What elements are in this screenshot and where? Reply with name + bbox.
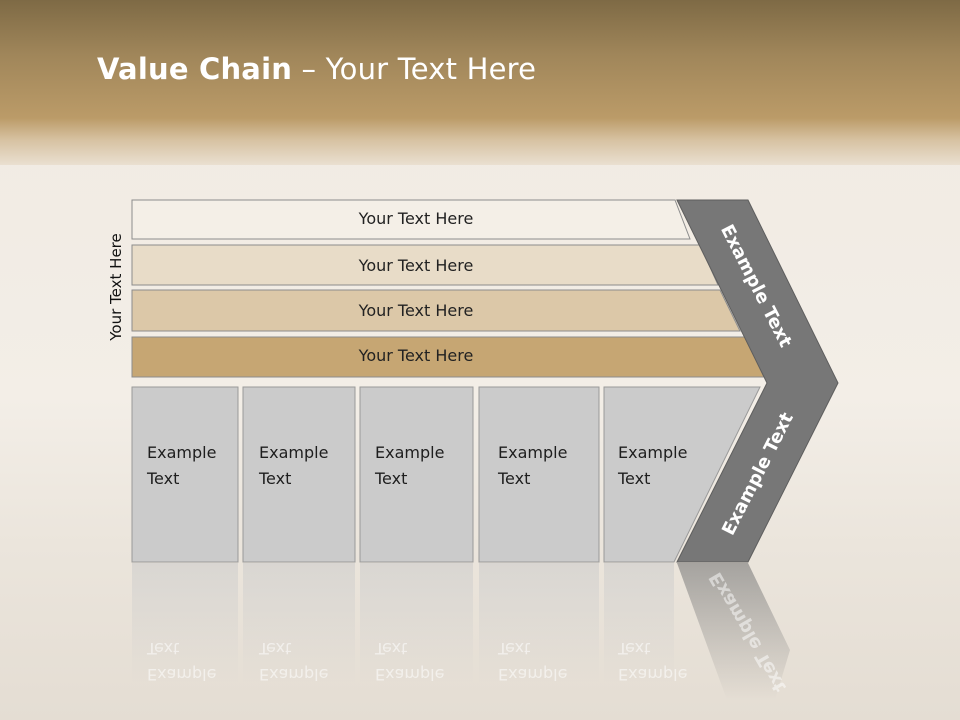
box-5-reflection-label: Example Text <box>618 635 714 687</box>
box-5-reflection <box>604 563 674 683</box>
bar-2 <box>131 244 719 286</box>
box-5 <box>603 386 761 563</box>
box-4-reflection-line2: Text <box>498 639 531 658</box>
bar-3 <box>131 289 741 332</box>
box-3-reflection-label: Example Text <box>375 635 471 687</box>
box-2-reflection-line2: Text <box>259 639 292 658</box>
box-1-reflection-line1: Example <box>147 665 217 684</box>
box-2-line1: Example <box>259 443 329 462</box>
box-1-reflection-line2: Text <box>147 639 180 658</box>
side-label: Your Text Here <box>107 233 125 341</box>
box-1-line2: Text <box>147 469 180 488</box>
bar-1-label: Your Text Here <box>358 209 474 228</box>
title-rest: – Your Text Here <box>292 52 537 86</box>
box-2-reflection-label: Example Text <box>259 635 355 687</box>
box-4-reflection-line1: Example <box>498 665 568 684</box>
bar-2-label: Your Text Here <box>358 256 474 275</box>
box-3-line2: Text <box>375 469 408 488</box>
box-4-reflection-label: Example Text <box>498 635 594 687</box>
box-3-reflection-line1: Example <box>375 665 445 684</box>
box-4-line2: Text <box>498 469 531 488</box>
title-bold: Value Chain <box>97 52 293 86</box>
bar-1 <box>131 199 691 240</box>
chevron-reflection <box>677 563 790 700</box>
box-3-reflection-line2: Text <box>375 639 408 658</box>
box-1-reflection-label: Example Text <box>147 635 243 687</box>
box-1-line1: Example <box>147 443 217 462</box>
box-3-line1: Example <box>375 443 445 462</box>
box-3 <box>359 386 474 563</box>
chevron-arrow <box>676 199 839 563</box>
slide-title: Value Chain – Your Text Here <box>97 52 536 86</box>
box-2-line2: Text <box>259 469 292 488</box>
box-5-line1: Example <box>618 443 688 462</box>
box-2-reflection <box>243 563 355 683</box>
box-2-reflection-line1: Example <box>259 665 329 684</box>
title-band <box>0 0 960 165</box>
bar-4-label: Your Text Here <box>358 346 474 365</box>
box-1 <box>131 386 239 563</box>
box-4-reflection <box>479 563 599 683</box>
box-5-reflection-line2: Text <box>618 639 651 658</box>
box-2 <box>242 386 356 563</box>
box-1-reflection <box>132 563 238 683</box>
box-5-line2: Text <box>618 469 651 488</box>
bar-3-label: Your Text Here <box>358 301 474 320</box>
box-4 <box>478 386 600 563</box>
box-4-line1: Example <box>498 443 568 462</box>
box-3-reflection <box>360 563 473 683</box>
box-5-reflection-line1: Example <box>618 665 688 684</box>
